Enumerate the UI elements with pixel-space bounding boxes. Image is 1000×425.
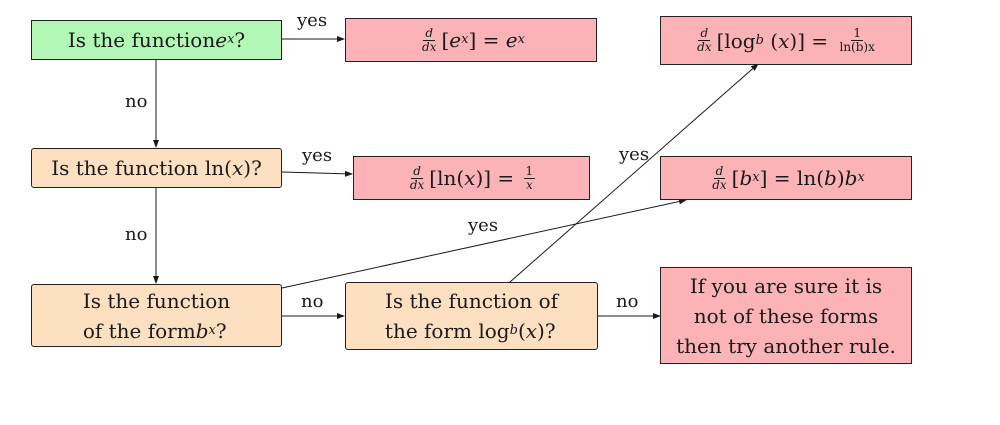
question-bx-base: b — [195, 318, 209, 343]
result-bx-eq: = — [767, 166, 797, 190]
question-ex-suffix: ? — [234, 28, 246, 52]
result-ex-base: e — [449, 28, 462, 52]
edge-label-bx-no: no — [301, 291, 324, 312]
result-ex-lhs-open: [ — [441, 28, 450, 52]
result-ln-lhs-close: )] — [475, 166, 492, 190]
edge-label-ln-yes: yes — [302, 145, 333, 166]
result-bx-lhs-open: [ — [731, 166, 740, 190]
result-ln-var: x — [464, 166, 476, 190]
question-ln-prefix: Is the function ln( — [51, 156, 232, 180]
result-bx-frac-num: d — [713, 163, 726, 179]
fallback-line3: then try another rule. — [676, 333, 896, 358]
fallback-line1: If you are sure it is — [689, 273, 883, 298]
result-ln-frac-num: d — [411, 163, 423, 179]
question-log-line1: Is the function of — [384, 289, 559, 313]
result-log-frac-num: d — [698, 26, 711, 41]
question-ex-base: e — [215, 28, 228, 52]
edge-label-ex-yes: yes — [297, 10, 328, 31]
result-log-lhs-close: )] — [789, 28, 805, 53]
result-log-var: x — [778, 28, 790, 53]
result-ln-frac-den: dx — [409, 177, 425, 192]
result-log-arg-open: ( — [763, 28, 779, 53]
result-bx-rhs-b: b — [824, 166, 837, 190]
fallback-node: If you are sure it is not of these forms… — [660, 267, 912, 364]
result-ex-frac-num: d — [423, 25, 436, 41]
result-ln-rhs-den: x — [525, 177, 533, 192]
question-log-var: x — [525, 319, 538, 343]
result-log-frac-den: dx — [697, 40, 712, 54]
question-ln-var: x — [231, 156, 244, 180]
result-ex-frac-den: dx — [422, 39, 437, 54]
question-bx-suffix: ? — [215, 318, 227, 343]
edge-label-log-no: no — [616, 291, 639, 312]
result-log-rhs-den: ln(b)x — [839, 40, 875, 54]
edge-label-ex-no: no — [125, 91, 148, 112]
question-bx-line1: Is the function — [82, 288, 231, 313]
result-ex-rhs-base: e — [505, 28, 518, 52]
edge-label-bx-yes: yes — [468, 215, 499, 236]
result-bx-rhs-base: b — [844, 166, 858, 190]
fallback-line2: not of these forms — [693, 303, 879, 328]
result-ln-lhs: [ln( — [429, 166, 465, 190]
result-bx-frac-den: dx — [712, 177, 727, 192]
question-bx-line2-prefix: of the form — [82, 318, 196, 343]
result-ex-lhs-close: ] — [468, 28, 477, 52]
result-bx-lhs-close: ] — [759, 166, 768, 190]
question-ex-prefix: Is the function — [67, 28, 216, 52]
question-ln-suffix: )? — [243, 156, 262, 180]
arrow-bx-yes — [281, 198, 687, 289]
result-ln-rhs-num: 1 — [523, 163, 536, 179]
arrow-ln-yes — [281, 170, 353, 177]
question-log-suffix: )? — [537, 319, 556, 343]
result-bx-rhs-prefix: ln( — [796, 166, 825, 190]
result-bx-base: b — [739, 166, 753, 190]
result-ex-eq: = — [476, 28, 506, 52]
edge-label-ln-no: no — [125, 224, 148, 245]
question-ln-node: Is the function ln(x)? — [31, 148, 282, 188]
result-log-eq: = — [805, 28, 835, 53]
result-bx-rhs-mid: ) — [836, 166, 845, 190]
result-log-lhs: [log — [716, 28, 756, 53]
result-log-rhs-num: 1 — [851, 26, 863, 41]
question-log-arg-open: ( — [517, 319, 526, 343]
arrow-log-yes — [509, 63, 759, 283]
question-log-line2-prefix: the form log — [384, 319, 510, 343]
result-ln-eq: = — [491, 166, 521, 190]
edge-label-log-yes: yes — [619, 144, 650, 165]
